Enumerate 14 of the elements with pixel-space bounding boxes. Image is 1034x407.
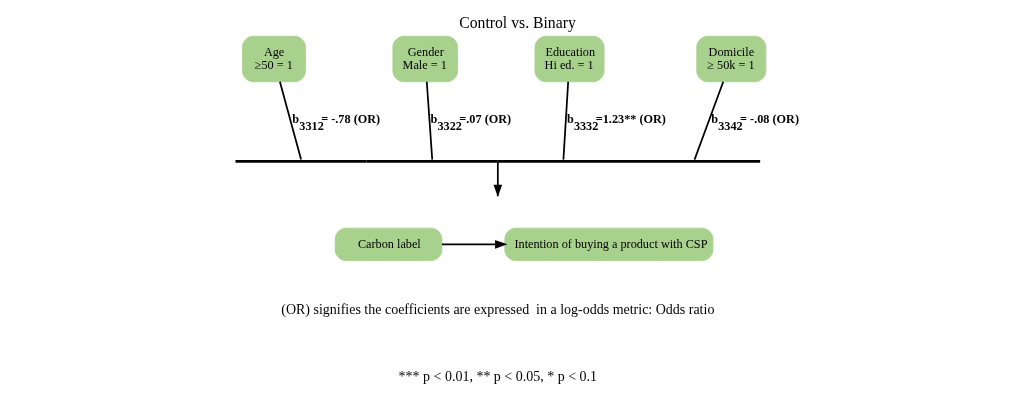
arrow <box>440 240 507 249</box>
connector <box>278 80 302 161</box>
connector <box>425 80 433 161</box>
node-box: Gender Male = 1 <box>391 35 458 83</box>
connector <box>693 80 724 161</box>
diagram-title: Control vs. Binary <box>458 13 576 31</box>
node-box: Carbon label <box>334 227 442 261</box>
connector <box>562 80 569 161</box>
node-box: Domicile ≥ 50k = 1 <box>695 35 766 83</box>
caption: (OR) signifies the coefficients are expressed in a log-odds metric: Odds ratio <box>280 301 714 317</box>
node-box: Intention of buying a product with CSP <box>503 227 713 261</box>
node-box: Age ≥50 = 1 <box>241 35 306 83</box>
label: *** p < 0.01, ** p < 0.05, * p < 0.1 <box>398 369 597 385</box>
node-box: Education Hi ed. = 1 <box>534 35 604 83</box>
